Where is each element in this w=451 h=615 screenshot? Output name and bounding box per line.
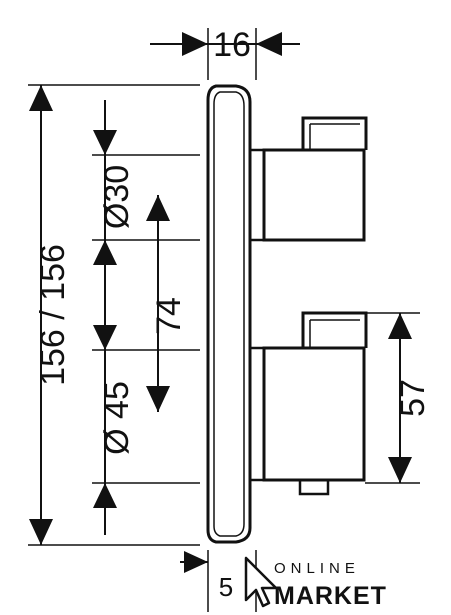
height-label: 156 / 156 bbox=[34, 244, 72, 386]
dimension-lines bbox=[40, 43, 401, 563]
spacing-label: 74 bbox=[150, 297, 188, 335]
upper-handle bbox=[248, 116, 368, 242]
logo-line-2: MARKET bbox=[274, 582, 387, 610]
cover-plate bbox=[206, 84, 252, 544]
online-market-logo: ONLINE MARKET bbox=[244, 556, 387, 610]
depth-label: 16 bbox=[213, 26, 251, 64]
diameter-large-label: Ø 45 bbox=[98, 381, 136, 455]
arrowheads bbox=[29, 32, 412, 573]
diameter-small-label: Ø30 bbox=[98, 165, 136, 229]
logo-line-1: ONLINE bbox=[274, 560, 360, 577]
bottom-partial-label: 5 bbox=[219, 572, 233, 602]
cursor-icon bbox=[244, 556, 278, 608]
extension-lines bbox=[28, 28, 420, 612]
lower-height-label: 57 bbox=[394, 379, 432, 417]
lower-handle bbox=[248, 311, 368, 496]
